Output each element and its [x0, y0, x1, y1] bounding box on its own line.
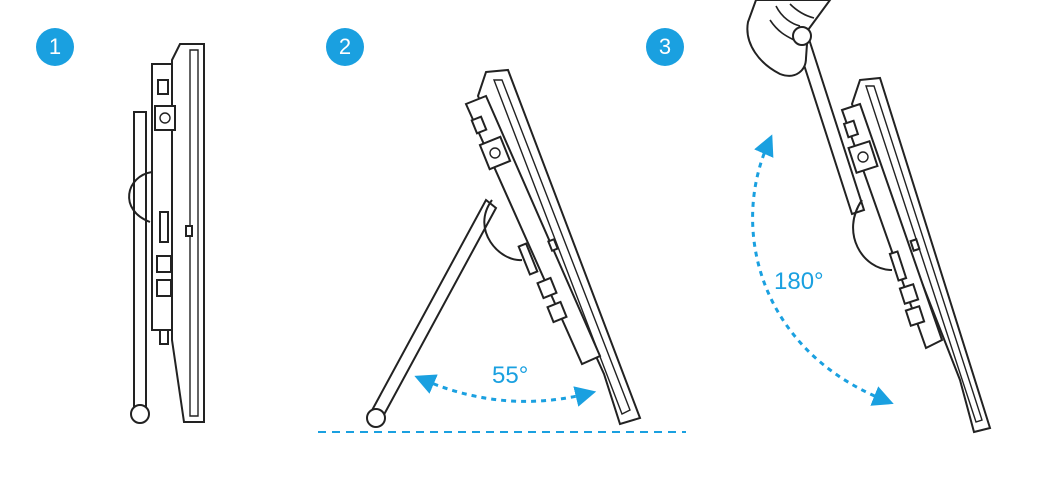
stand-leg — [368, 198, 498, 424]
usb-port-2 — [546, 300, 568, 324]
angle-label-55: 55° — [492, 362, 529, 389]
step-badge-3: 3 — [646, 28, 684, 66]
side-knob — [547, 237, 559, 253]
power-button — [470, 115, 488, 135]
hand-illustration — [746, 0, 832, 77]
angle-arc-55 — [414, 374, 597, 407]
step1-device — [128, 43, 205, 424]
usb-port-2 — [904, 304, 926, 328]
monitor-body — [476, 68, 642, 426]
power-button — [157, 79, 169, 95]
stand-leg — [133, 111, 147, 411]
step3-device — [794, 34, 992, 434]
stand-hinge — [128, 171, 153, 223]
stand-hinge — [483, 199, 523, 262]
stand-foot — [366, 408, 386, 428]
step-badge-1: 1 — [36, 28, 74, 66]
usb-port-1 — [898, 282, 920, 306]
side-knob — [185, 225, 193, 237]
card-slot — [159, 211, 169, 243]
angle-label-180: 180° — [774, 268, 824, 295]
usb-port-1 — [536, 276, 558, 300]
card-slot — [517, 242, 539, 276]
port-block — [478, 135, 512, 171]
usb-port-2 — [156, 279, 172, 297]
usb-port-1 — [156, 255, 172, 273]
port-block — [154, 105, 176, 131]
side-knob — [909, 238, 921, 252]
step-badge-2: 2 — [326, 28, 364, 66]
step2-device — [366, 68, 642, 428]
stand-foot — [130, 404, 150, 424]
